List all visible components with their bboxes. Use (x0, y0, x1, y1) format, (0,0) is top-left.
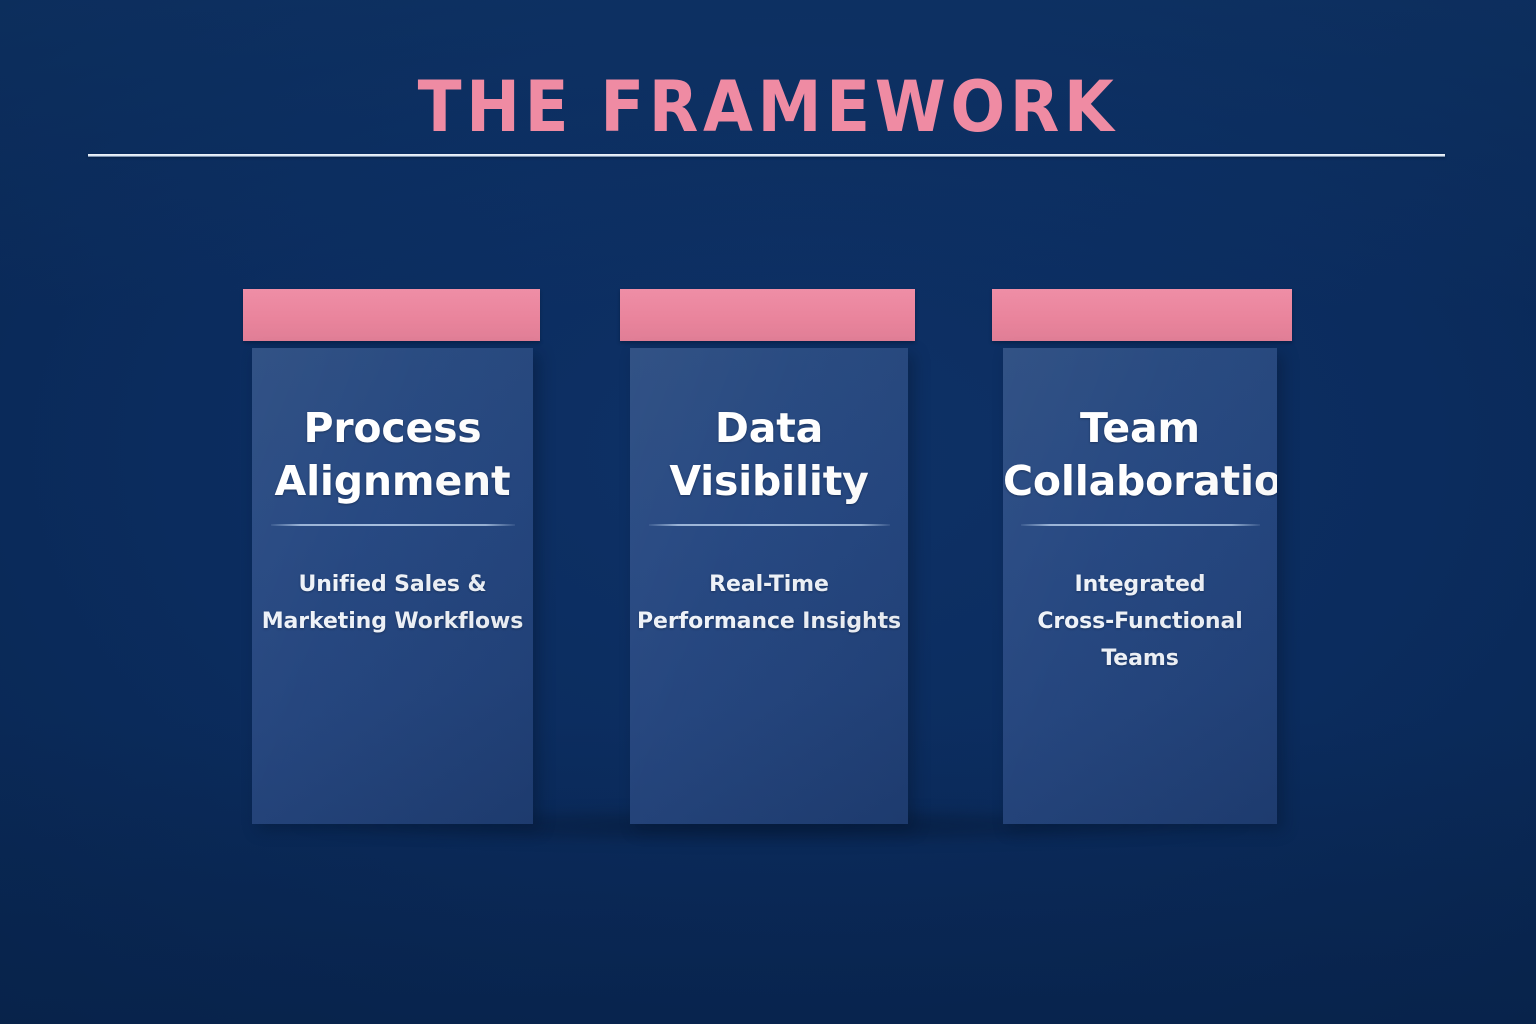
card-title-line-2: Alignment (274, 457, 511, 505)
card-title-line-1: Data (714, 404, 824, 452)
card-divider (271, 524, 515, 526)
card-title-line-2: Visibility (669, 457, 869, 505)
card-title: Process Alignment (252, 402, 533, 508)
card-subtitle-line-1: Real-Time (709, 572, 829, 597)
card-title-line-1: Team (1080, 404, 1200, 452)
card-divider (649, 524, 890, 526)
card-subtitle: Real-Time Performance Insights (630, 566, 908, 640)
card-accent-bar (992, 289, 1292, 341)
card-body: Data Visibility Real-Time Performance In… (630, 348, 908, 824)
card-subtitle-line-2: Marketing Workflows (261, 609, 524, 634)
card-subtitle-line-2: Performance Insights (637, 609, 901, 634)
card-title: Team Collaboration (1003, 402, 1277, 508)
card-accent-bar (243, 289, 540, 341)
card-body: Process Alignment Unified Sales & Market… (252, 348, 533, 824)
card-accent-bar (620, 289, 915, 341)
card-subtitle-line-1: Unified Sales & (298, 572, 487, 597)
card-subtitle-line-2: Cross-Functional Teams (1037, 609, 1243, 671)
card-divider (1021, 524, 1260, 526)
card-body: Team Collaboration Integrated Cross-Func… (1003, 348, 1277, 824)
card-subtitle-line-1: Integrated (1074, 572, 1206, 597)
card-title-line-2: Collaboration (1003, 457, 1277, 505)
header-divider (88, 154, 1445, 157)
card-title: Data Visibility (630, 402, 908, 508)
page-title: THE FRAMEWORK (417, 66, 1119, 148)
card-subtitle: Integrated Cross-Functional Teams (1003, 566, 1277, 677)
card-subtitle: Unified Sales & Marketing Workflows (252, 566, 533, 640)
card-title-line-1: Process (303, 404, 482, 452)
